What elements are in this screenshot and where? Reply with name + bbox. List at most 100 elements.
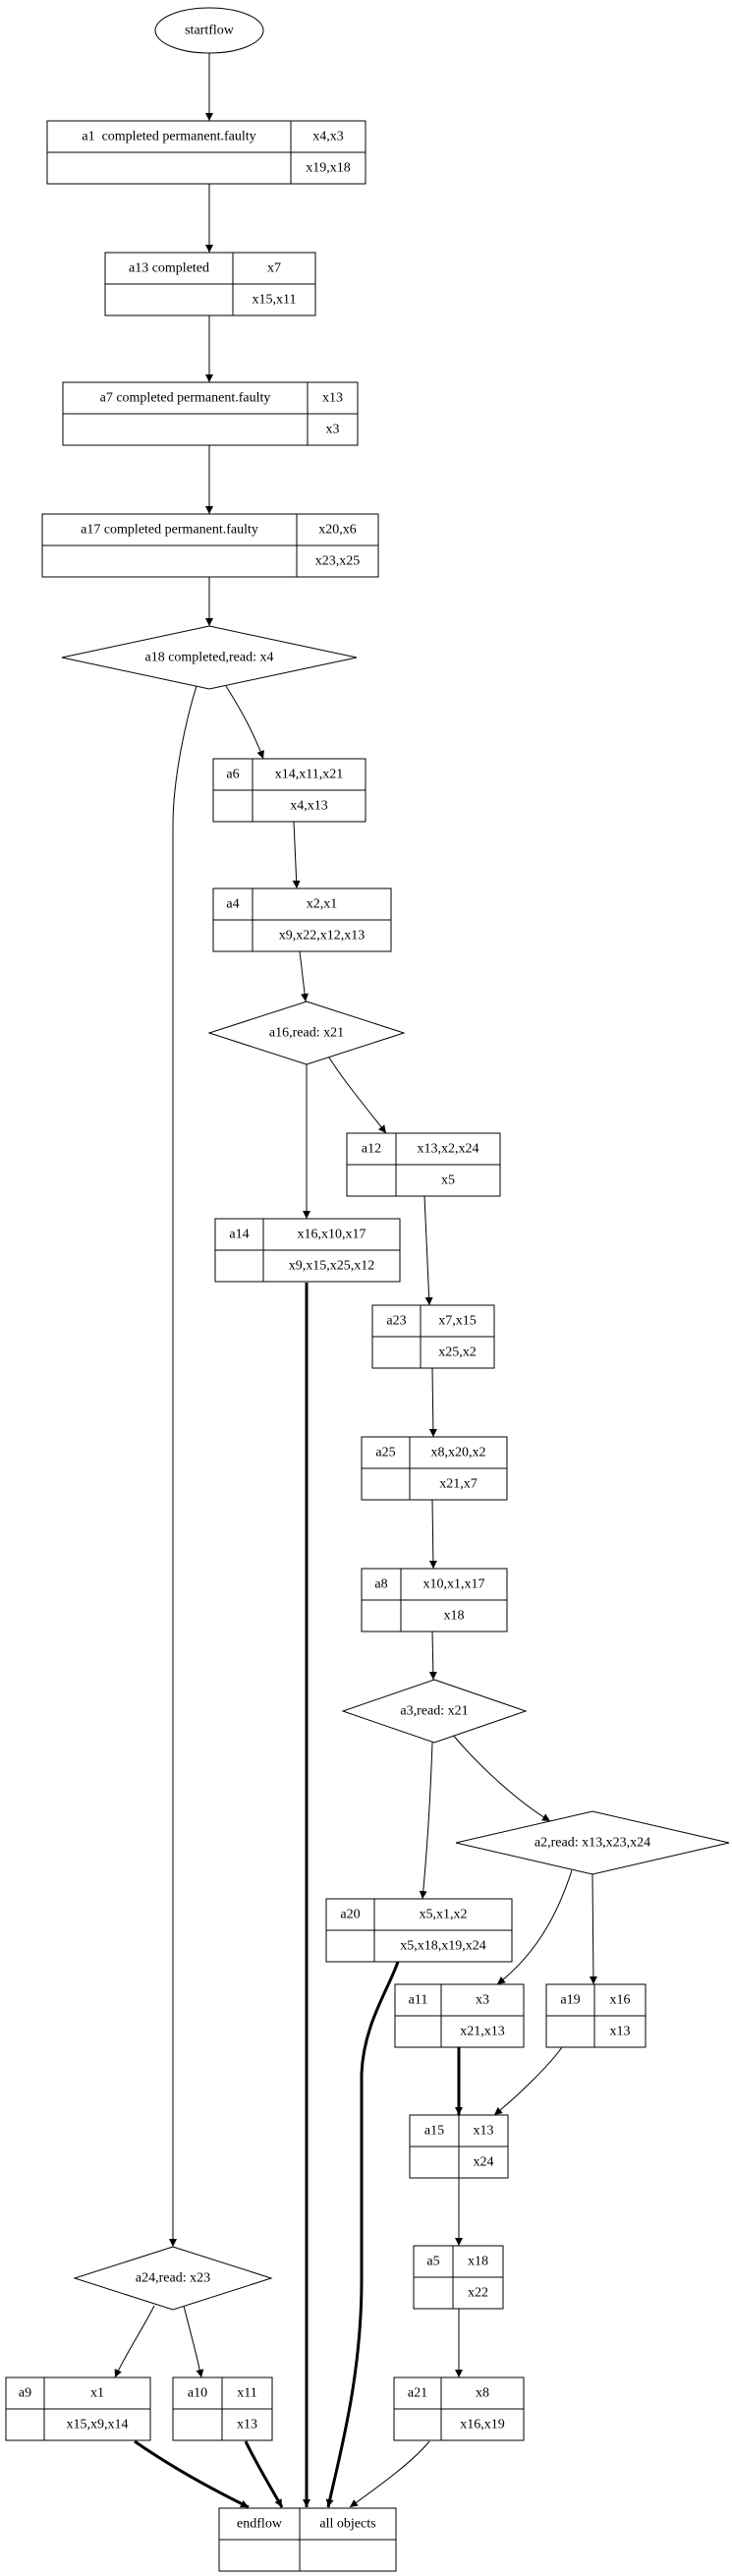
record-top-values: x18 (468, 2255, 488, 2269)
node-a1: a1 completed permanent.faulty x4,x3 x19,x1… (46, 120, 366, 185)
node-a13: a13 completed x7 x15,x11 (104, 252, 316, 316)
record-top-values: x2,x1 (307, 897, 338, 912)
node-startflow: startflow (154, 7, 264, 54)
record-bottom-values: x16,x19 (460, 2418, 505, 2433)
edge-a19-to-a15 (493, 2046, 563, 2116)
edge-a16-to-a12 (328, 1057, 387, 1134)
record-bottom-values: x9,x22,x12,x13 (279, 929, 366, 944)
edge-a4-to-a16 (299, 950, 310, 1002)
edge-a8-to-a3 (428, 1631, 437, 1681)
record-top-values: x20,x6 (318, 523, 357, 538)
record-name: a1 completed permanent.faulty (82, 130, 255, 144)
record-name: a7 completed permanent.faulty (100, 391, 271, 406)
decision-label: a3,read: x21 (400, 1704, 468, 1719)
decision-diamond (341, 1679, 528, 1744)
record-top-values: x8,x20,x2 (431, 1446, 486, 1460)
record-bottom-values: x15,x9,x14 (67, 2418, 129, 2433)
edge-a20-to-endflow (325, 1961, 400, 2508)
record-name: a12 (362, 1142, 381, 1157)
record-bottom-values: x24 (474, 2155, 494, 2170)
node-a7: a7 completed permanent.faulty x13 x3 (62, 381, 359, 446)
edge-a3-to-a20 (419, 1742, 433, 1900)
record-bottom-values: x25,x2 (438, 1345, 477, 1360)
record-bottom-values: x22 (468, 2286, 488, 2301)
record-top-values: all objects (319, 2517, 375, 2532)
node-a2: a2,read: x13,x23,x24 (455, 1810, 730, 1875)
record-bottom-values: x4,x13 (290, 799, 328, 814)
record-name: a14 (229, 1228, 249, 1242)
record-bottom-values: x5 (441, 1174, 455, 1188)
record-top-values: x3 (476, 1993, 489, 2008)
record-top-values: x16,x10,x17 (298, 1228, 366, 1242)
edge-a18-to-a6 (225, 685, 264, 760)
decision-label: a18 completed,read: x4 (144, 651, 273, 665)
decision-diamond (207, 1001, 406, 1065)
record-bottom-values: x5,x18,x19,x24 (400, 1939, 486, 1954)
record-name: a9 (19, 2386, 31, 2401)
record-top-values: x13,x2,x24 (418, 1142, 479, 1157)
node-endflow: endflow all objects (218, 2507, 397, 2572)
record-top-values: x7 (267, 261, 281, 276)
decision-diamond (455, 1810, 730, 1875)
node-a17: a17 completed permanent.faulty x20,x6 x23,… (41, 513, 379, 578)
record-name: a15 (424, 2124, 444, 2139)
decision-diamond (73, 2246, 273, 2311)
record-top-values: x1 (90, 2386, 104, 2401)
node-a16: a16,read: x21 (207, 1001, 406, 1065)
record-bottom-values: x13 (237, 2418, 257, 2433)
record-bottom-values: x21,x13 (460, 2025, 505, 2039)
node-label: startflow (185, 24, 235, 38)
node-a19: a19 x16 x13 (545, 1983, 647, 2048)
record-name: a4 (226, 897, 239, 912)
edge-a6-to-a4 (292, 821, 301, 889)
edge-a10-to-endflow (244, 2440, 284, 2508)
node-a11: a11 x3 x21,x13 (394, 1983, 525, 2048)
record-bottom-values: x15,x11 (253, 293, 297, 308)
record-top-values: x8 (476, 2386, 489, 2401)
record-name: a13 completed (129, 261, 209, 276)
edge-a24-to-a9 (114, 2305, 155, 2378)
record-bottom-values: x3 (326, 423, 340, 437)
edge-a2-to-a11 (496, 1869, 573, 1985)
edge-a9-to-endflow (134, 2439, 250, 2509)
record-name: a23 (386, 1314, 406, 1329)
record-bottom-values: x21,x7 (439, 1477, 478, 1492)
edge-a18-to-a24 (169, 685, 197, 2247)
record-top-values: x16 (610, 1993, 631, 2008)
node-a21: a21 x8 x16,x19 (393, 2376, 525, 2441)
record-name: a19 (560, 1993, 580, 2008)
record-name: a17 completed permanent.faulty (81, 523, 258, 538)
edge-a2-to-a19 (589, 1873, 597, 1985)
record-name: a6 (226, 768, 239, 782)
record-name: a21 (408, 2386, 427, 2401)
record-name: a11 (409, 1993, 428, 2008)
record-top-values: x13 (474, 2124, 494, 2139)
record-bottom-values: x19,x18 (306, 161, 351, 176)
record-bottom-values: x13 (610, 2025, 631, 2039)
record-bottom-values: x23,x25 (315, 554, 361, 569)
node-a15: a15 x13 x24 (409, 2114, 509, 2179)
edge-a25-to-a8 (428, 1499, 437, 1570)
edge-a3-to-a2 (451, 1733, 551, 1822)
edge-a21-to-endflow (349, 2440, 430, 2508)
record-name: endflow (237, 2517, 283, 2532)
decision-label: a24,read: x23 (136, 2271, 210, 2286)
node-a12: a12 x13,x2,x24 x5 (346, 1132, 501, 1197)
node-a4: a4 x2,x1 x9,x22,x12,x13 (212, 887, 392, 952)
record-name: a8 (374, 1577, 387, 1592)
edge-a24-to-a10 (183, 2305, 204, 2378)
node-a18: a18 completed,read: x4 (61, 625, 358, 690)
record-top-values: x13 (322, 391, 343, 406)
node-a3: a3,read: x21 (341, 1679, 528, 1744)
record-top-values: x4,x3 (312, 130, 344, 144)
decision-diamond (61, 625, 358, 690)
record-top-values: x11 (237, 2386, 256, 2401)
record-bottom-values: x9,x15,x25,x12 (289, 1259, 375, 1274)
record-bottom-values: x18 (444, 1609, 465, 1624)
